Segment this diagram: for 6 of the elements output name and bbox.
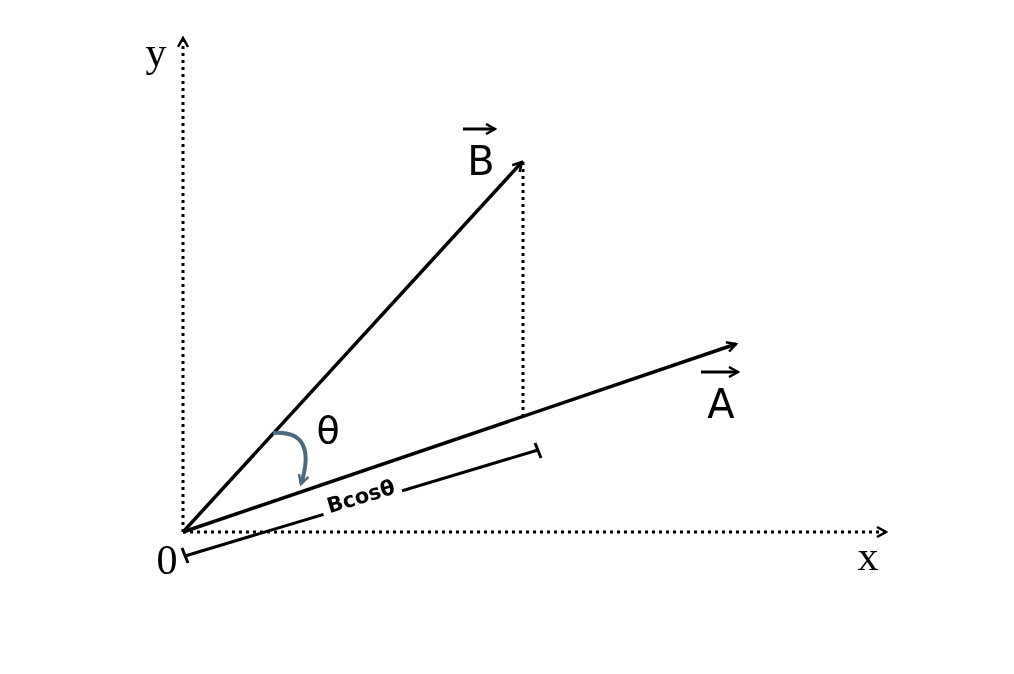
axis-label: B xyxy=(467,141,495,181)
axis-label: 0 xyxy=(156,539,178,581)
axis-label: A xyxy=(707,384,735,424)
axis-label: x xyxy=(857,535,879,577)
axis-label: θ xyxy=(316,411,340,449)
axis-label: y xyxy=(145,31,167,73)
